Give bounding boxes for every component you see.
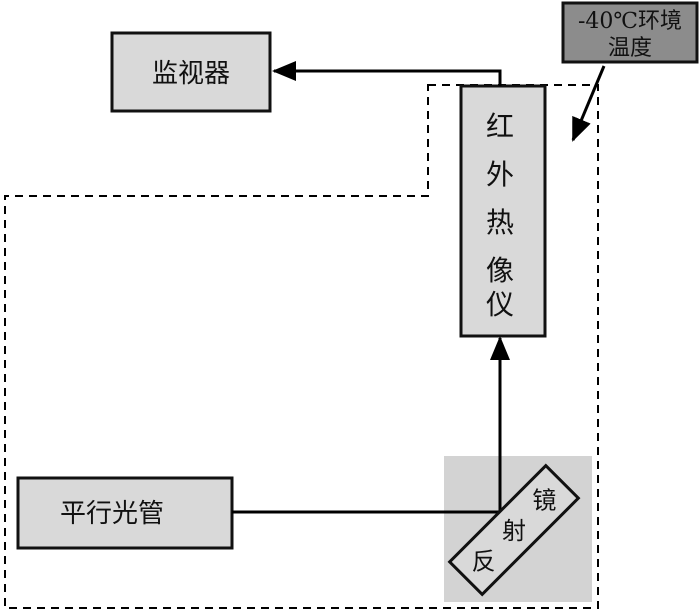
thermal-imager-char-1: 红: [486, 110, 514, 143]
thermal-imager-char-3: 热: [486, 206, 514, 239]
ambient-temperature-line1: -40℃环境: [578, 9, 682, 34]
monitor-box: 监视器: [110, 31, 272, 113]
collimator-label: 平行光管: [60, 499, 164, 529]
collimator-box: 平行光管: [16, 476, 234, 550]
monitor-label: 监视器: [152, 59, 230, 89]
environment-chamber-boundary: [4, 84, 599, 609]
reflector-char-2: 射: [502, 517, 526, 545]
thermal-imager-char-4: 像: [486, 254, 514, 287]
ambient-arrow: [571, 65, 606, 142]
thermal-imager-char-2: 外: [486, 158, 514, 191]
ambient-temperature-line2: 温度: [608, 36, 652, 61]
reflector-mirror: 反 射 镜: [447, 463, 581, 597]
thermal-imager-box: 红 外 热 像 仪: [459, 84, 547, 338]
imager-to-monitor-arrow: [272, 61, 502, 86]
reflector-char-1: 反: [472, 547, 496, 575]
reflector-char-3: 镜: [532, 487, 556, 515]
ambient-temperature-box: -40℃环境 温度: [561, 1, 699, 64]
thermal-imager-char-5: 仪: [486, 288, 514, 321]
